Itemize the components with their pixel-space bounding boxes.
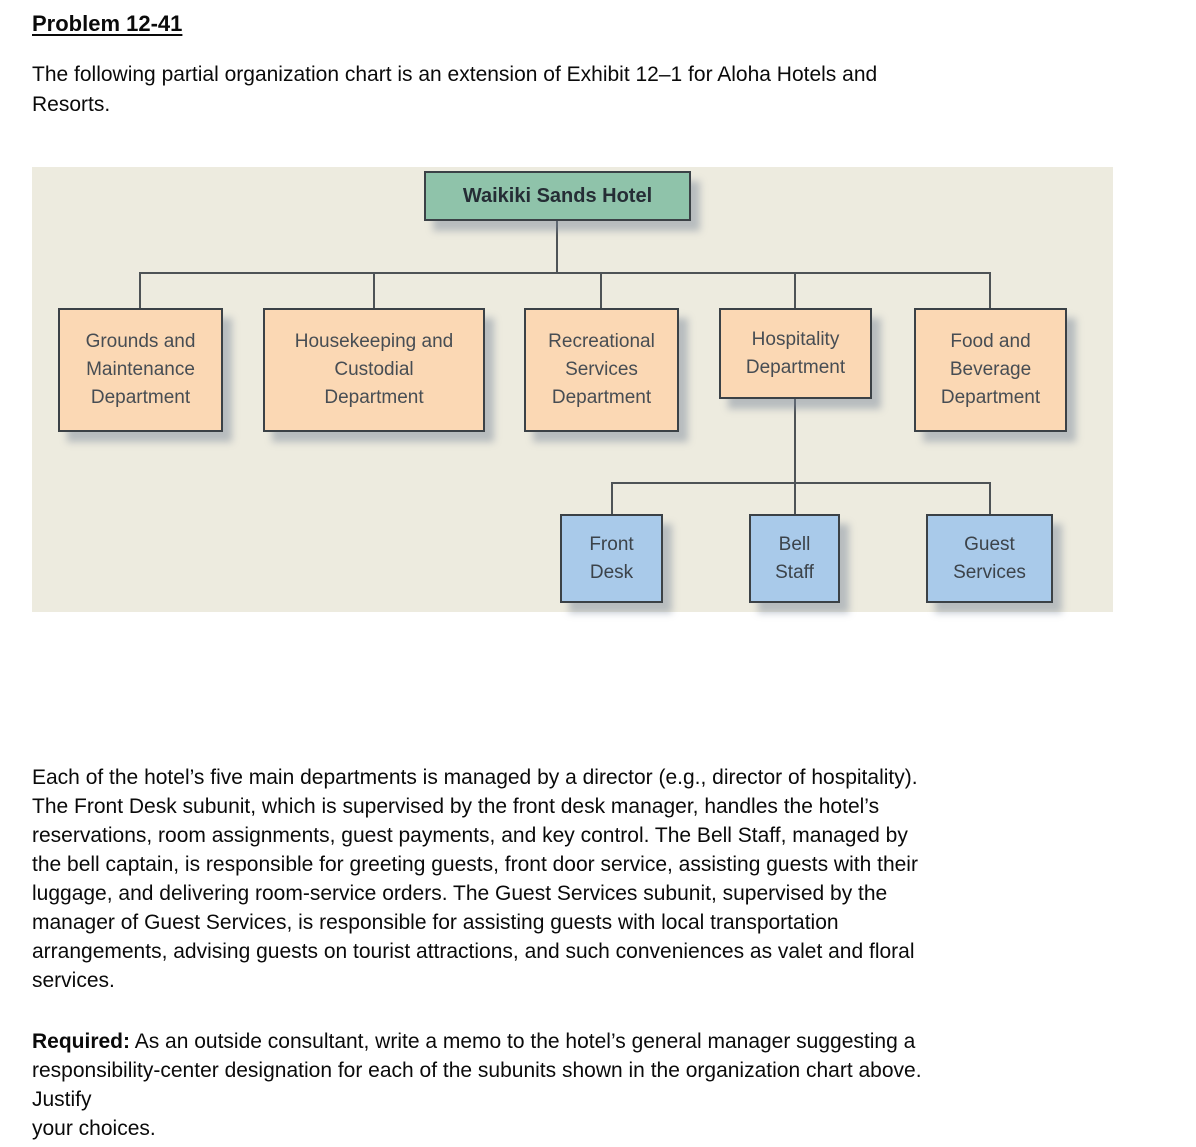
connector-root-vertical	[556, 221, 558, 272]
org-box-recreational-services: Recreational Services Department	[524, 308, 679, 432]
connector-hospitality-vertical	[794, 397, 796, 515]
connector-drop-housekeeping	[373, 272, 375, 310]
org-box-housekeeping-custodial: Housekeeping and Custodial Department	[263, 308, 485, 432]
problem-title: Problem 12-41	[32, 11, 183, 36]
connector-drop-food	[989, 272, 991, 310]
required-paragraph: Required: As an outside consultant, writ…	[32, 1027, 1122, 1143]
connector-drop-guest-services	[989, 482, 991, 516]
connector-drop-grounds	[139, 272, 141, 310]
required-text: As an outside consultant, write a memo t…	[32, 1030, 922, 1140]
intro-paragraph: The following partial organization chart…	[32, 63, 878, 116]
org-box-grounds-maintenance: Grounds and Maintenance Department	[58, 308, 223, 432]
connector-level2-horizontal	[139, 272, 991, 274]
org-box-bell-staff: Bell Staff	[749, 514, 840, 603]
org-box-guest-services: Guest Services	[926, 514, 1053, 603]
connector-level3-horizontal	[611, 482, 991, 484]
connector-drop-recreational	[600, 272, 602, 310]
org-box-hospitality: Hospitality Department	[719, 308, 872, 399]
org-box-waikiki-sands-hotel: Waikiki Sands Hotel	[424, 171, 691, 221]
connector-drop-front-desk	[611, 482, 613, 516]
required-label: Required:	[32, 1030, 131, 1053]
connector-drop-hospitality	[794, 272, 796, 310]
org-box-front-desk: Front Desk	[560, 514, 663, 603]
description-paragraph: Each of the hotel’s five main department…	[32, 766, 918, 992]
org-box-food-beverage: Food and Beverage Department	[914, 308, 1067, 432]
org-chart-figure: Waikiki Sands Hotel Grounds and Maintena…	[32, 167, 1113, 612]
